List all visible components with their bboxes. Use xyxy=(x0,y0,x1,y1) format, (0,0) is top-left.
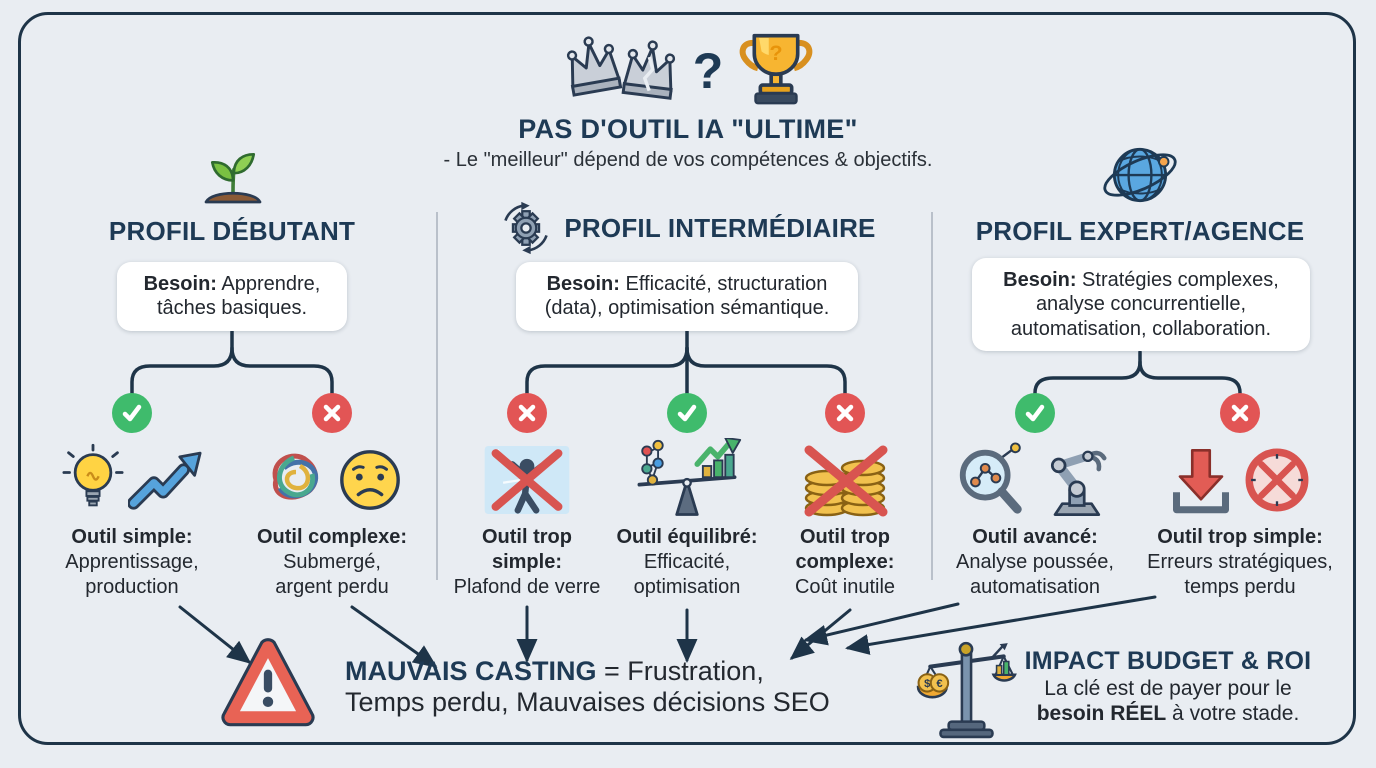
besoin-label: Besoin: xyxy=(143,273,217,295)
option-simple-debutant: Outil simple: Apprentissage, production xyxy=(47,393,217,599)
check-icon xyxy=(1015,393,1055,433)
besoin-card-intermediaire: Besoin: Efficacité, structuration (data)… xyxy=(516,262,858,331)
main-title: PAS D'OUTIL IA "ULTIME" xyxy=(518,114,858,144)
sad-face-icon xyxy=(340,450,400,510)
trophy-icon: ? xyxy=(739,33,813,105)
besoin-text: Apprendre, tâches basiques. xyxy=(156,273,321,320)
lightbulb-icon xyxy=(62,443,124,507)
glass-ceiling-icon xyxy=(484,445,570,515)
header: ? ? PAS D'OUTIL IA "ULTIME" - Le "meille… xyxy=(0,26,1376,172)
option-trop-simple-expert: Outil trop simple: Erreurs stratégiques,… xyxy=(1135,393,1345,599)
main-subtitle: - Le "meilleur" dépend de vos compétence… xyxy=(443,149,933,171)
growth-arrow-icon xyxy=(128,451,202,510)
globe-orbit-icon xyxy=(1103,147,1177,203)
budget-scale-icon: $ € xyxy=(916,641,1017,739)
outer-border-frame xyxy=(18,12,1356,745)
seedling-icon xyxy=(204,152,262,204)
header-icons: ? ? xyxy=(561,26,816,108)
column-header-intermediaire: PROFIL INTERMÉDIAIRE xyxy=(480,200,894,256)
no-time-icon xyxy=(1245,448,1309,512)
svg-text:?: ? xyxy=(770,40,783,65)
impact-budget-text: IMPACT BUDGET & ROI La clé est de payer … xyxy=(1018,647,1318,726)
crossed-coins-icon xyxy=(804,445,888,517)
cross-icon xyxy=(507,393,547,433)
besoin-card-debutant: Besoin: Apprendre, tâches basiques. xyxy=(117,262,347,331)
besoin-card-expert: Besoin: Stratégies complexes, analyse co… xyxy=(972,258,1310,352)
option-equilibre-intermediaire: Outil équilibré: Efficacité, optimisatio… xyxy=(602,393,772,599)
column-title-intermediaire: PROFIL INTERMÉDIAIRE xyxy=(564,212,876,243)
column-title-debutant: PROFIL DÉBUTANT xyxy=(108,216,356,246)
column-title-expert: PROFIL EXPERT/AGENCE xyxy=(975,216,1305,246)
question-mark-icon: ? xyxy=(692,43,724,99)
mauvais-casting-text: MAUVAIS CASTING = Frustration, Temps per… xyxy=(345,656,830,718)
option-complexe-debutant: Outil complexe: Submergé, argent perdu xyxy=(247,393,417,599)
robot-arm-icon xyxy=(1050,450,1107,516)
download-arrow-icon xyxy=(1173,448,1229,514)
cross-icon xyxy=(312,393,352,433)
option-caption-bold: Outil simple: xyxy=(71,526,193,548)
warning-triangle-icon xyxy=(221,638,315,727)
check-icon xyxy=(112,393,152,433)
tangled-knot-icon xyxy=(272,453,319,500)
gear-cycle-icon xyxy=(504,201,549,255)
cross-icon xyxy=(825,393,865,433)
magnifier-data-icon xyxy=(959,442,1022,514)
option-avance-expert: Outil avancé: Analyse poussée, automatis… xyxy=(935,393,1135,599)
svg-text:$: $ xyxy=(924,678,931,690)
check-icon xyxy=(667,393,707,433)
svg-text:€: € xyxy=(936,678,943,690)
impact-budget-title: IMPACT BUDGET & ROI xyxy=(1024,647,1312,675)
option-trop-complexe-intermediaire: Outil trop complexe: Coût inutile xyxy=(765,393,925,599)
mauvais-casting-title: MAUVAIS CASTING xyxy=(345,656,597,686)
balanced-scale-growth-icon xyxy=(637,438,742,516)
option-trop-simple-intermediaire: Outil trop simple: Plafond de verre xyxy=(452,393,602,599)
broken-crowns-icon xyxy=(566,36,675,100)
cross-icon xyxy=(1220,393,1260,433)
